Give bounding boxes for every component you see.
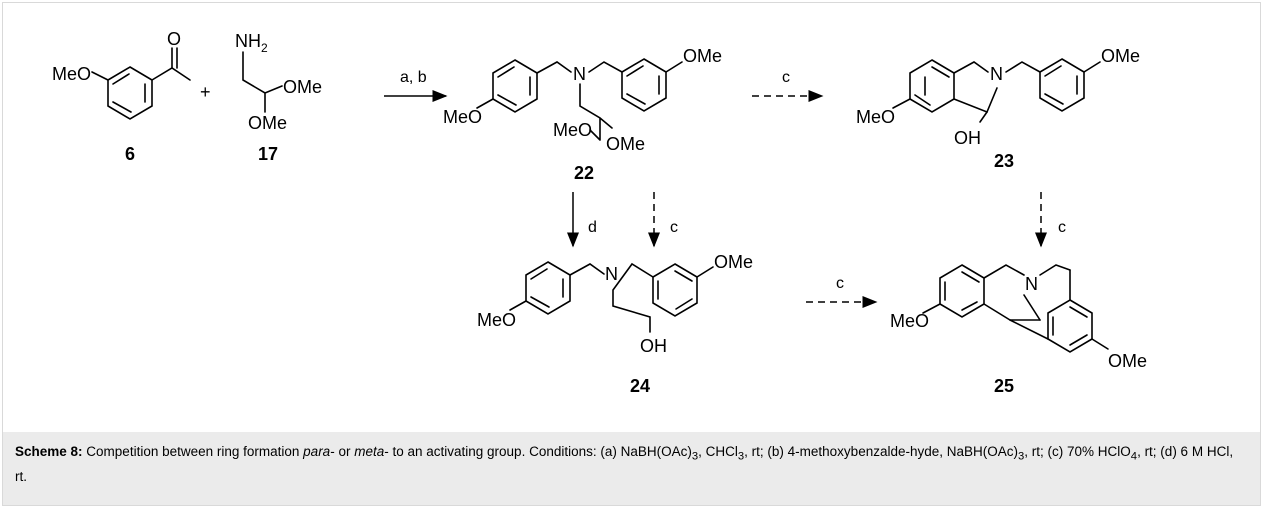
caption-text-2: - or <box>330 444 355 459</box>
compound-23-structure <box>892 58 1101 123</box>
caption-para: para <box>303 444 331 459</box>
label-ome-22a: OMe <box>683 46 722 66</box>
condition-ab: a, b <box>400 69 427 86</box>
caption-meta: meta <box>354 444 385 459</box>
compound-22-number: 22 <box>574 163 594 183</box>
compound-17-structure <box>242 51 283 113</box>
label-meo-25: MeO <box>890 311 929 331</box>
label-meo-6: MeO <box>52 64 91 84</box>
compound-6-number: 6 <box>125 144 135 164</box>
caption-text-6: , rt; (c) 70% HClO <box>1024 444 1131 459</box>
caption-sub-3c: 3 <box>1018 450 1025 463</box>
caption-sub-3b: 3 <box>737 450 745 463</box>
caption-text-4: , CHCl <box>698 444 738 459</box>
caption-text-1: Competition between ring formation <box>82 444 304 459</box>
compound-6-structure <box>91 47 191 120</box>
scheme-caption: Scheme 8: Competition between ring forma… <box>3 432 1260 505</box>
label-ome-23: OMe <box>1101 46 1140 66</box>
caption-sub-4: 4 <box>1130 450 1138 463</box>
condition-c-4: c <box>836 275 844 292</box>
label-meo-22b: MeO <box>553 120 592 140</box>
compound-25-structure <box>922 264 1109 353</box>
label-n-22: N <box>573 64 586 84</box>
condition-c-3: c <box>1058 219 1066 236</box>
compound-17-number: 17 <box>258 144 278 164</box>
caption-text-5: , rt; (b) 4-methoxybenzalde-hyde, NaBH(O… <box>744 444 1019 459</box>
label-oh-23: OH <box>954 128 981 148</box>
label-meo-23: MeO <box>856 107 895 127</box>
label-meo-24: MeO <box>477 310 516 330</box>
caption-text-7: , rt; (d) 6 M HCl, rt. <box>15 444 1234 484</box>
label-ome-25: OMe <box>1108 351 1147 371</box>
caption-sub-3a: 3 <box>691 450 699 463</box>
label-o-aldehyde: O <box>167 29 181 49</box>
label-ome-24: OMe <box>714 252 753 272</box>
reaction-scheme: MeO O 6 + NH2 OMe OMe 17 a, b N OMe MeO … <box>52 29 1147 396</box>
label-ome-17a: OMe <box>283 77 322 97</box>
label-meo-22: MeO <box>443 107 482 127</box>
caption-label: Scheme 8: <box>15 444 83 459</box>
label-ome-22b: OMe <box>606 134 645 154</box>
plus-sign: + <box>200 82 211 102</box>
compound-24-number: 24 <box>630 376 650 396</box>
compound-25-number: 25 <box>994 376 1014 396</box>
label-ome-17b: OMe <box>248 113 287 133</box>
compound-23-number: 23 <box>994 151 1014 171</box>
label-oh-24: OH <box>640 336 667 356</box>
caption-text-3: - to an activating group. Conditions: (a… <box>384 444 692 459</box>
condition-d: d <box>588 219 597 236</box>
label-n-25: N <box>1025 274 1038 294</box>
compound-24-structure <box>509 261 714 333</box>
label-n-24: N <box>605 264 618 284</box>
label-nh2: NH2 <box>235 31 268 55</box>
label-n-23: N <box>990 64 1003 84</box>
compound-22-structure <box>476 58 683 141</box>
condition-c-1: c <box>782 69 790 86</box>
condition-c-2: c <box>670 219 678 236</box>
